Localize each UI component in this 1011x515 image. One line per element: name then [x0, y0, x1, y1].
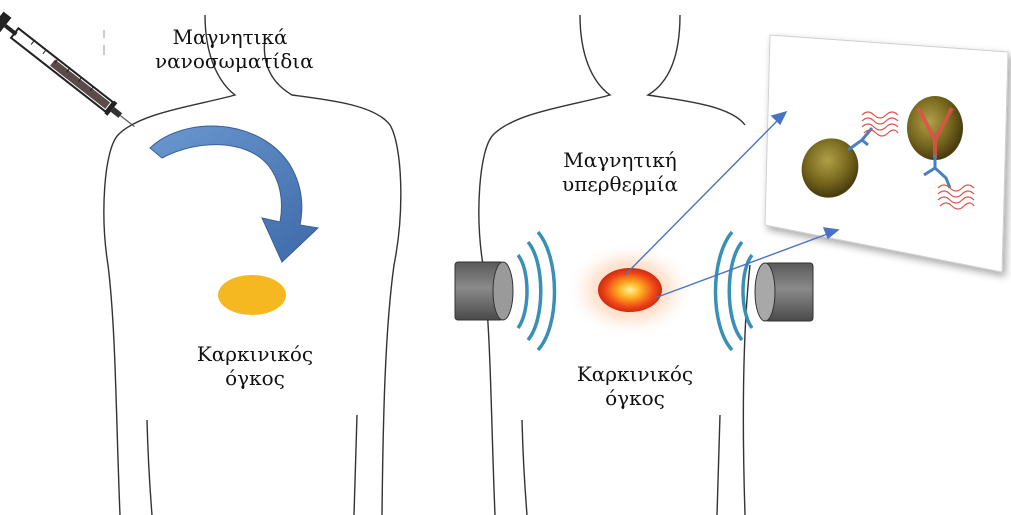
tumor-left: [218, 275, 286, 315]
curved-arrow-icon: [150, 126, 318, 262]
magnet-left-icon: [455, 262, 513, 320]
magnetic-field-left-icon: [518, 232, 555, 350]
syringe-icon: [0, 12, 141, 135]
inset-panel: [765, 35, 1008, 272]
left-body-outline: [104, 15, 401, 515]
tumor-hot: [598, 268, 662, 312]
magnetic-field-right-icon: [716, 232, 753, 350]
magnet-right-icon: [755, 263, 813, 321]
